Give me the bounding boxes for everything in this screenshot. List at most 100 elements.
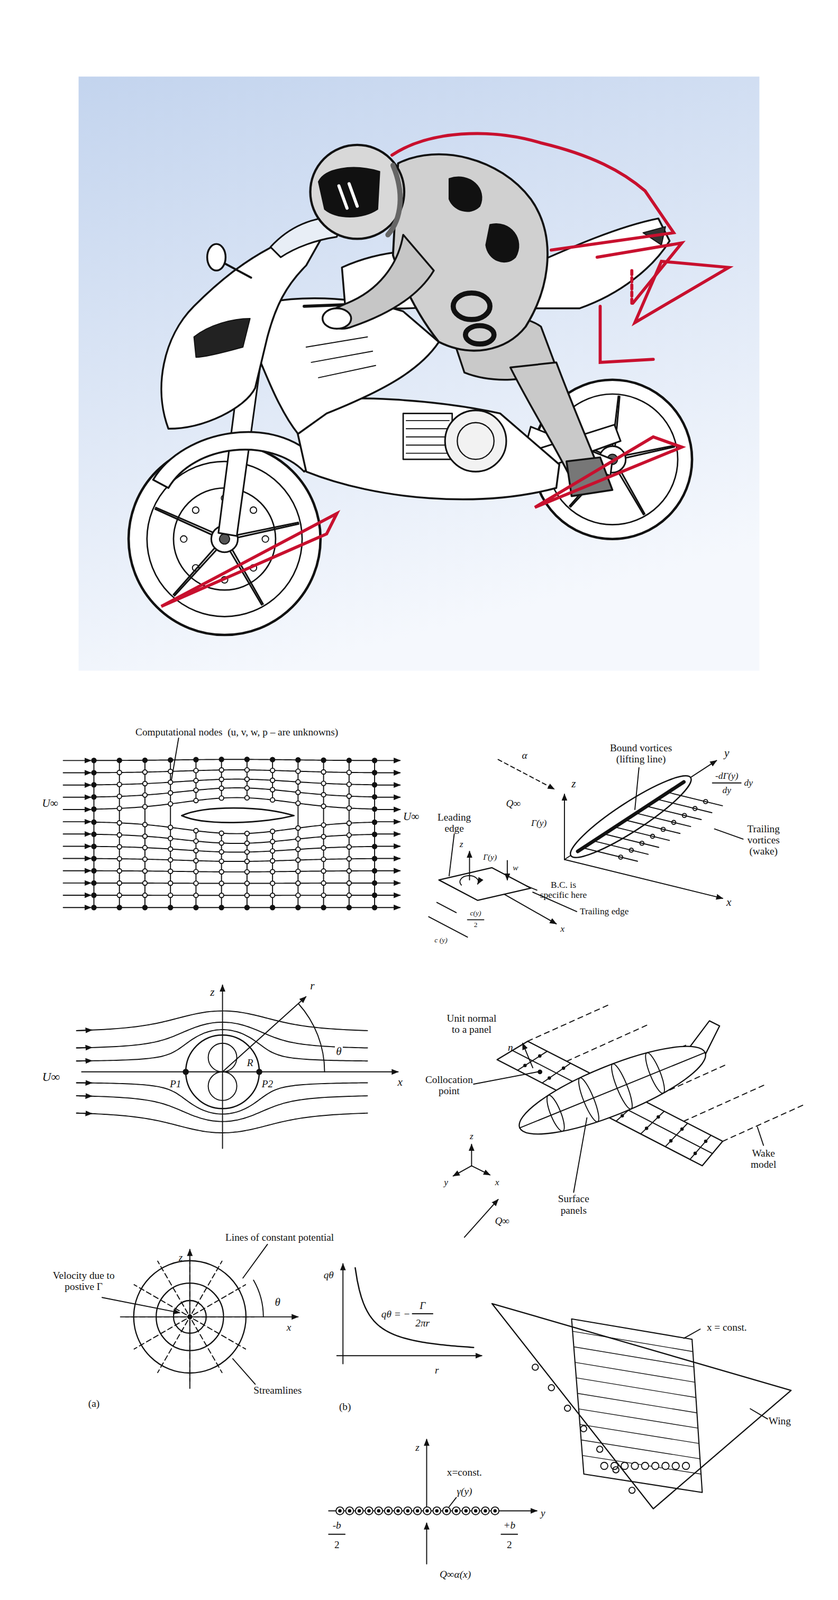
spoke [618, 472, 644, 515]
grid-node [219, 840, 224, 845]
grid-node [347, 880, 352, 886]
grid-node [116, 893, 122, 898]
slender-wing [328, 1303, 791, 1564]
grid-node [142, 893, 148, 898]
grid-node [193, 893, 198, 898]
mirror-stalk [224, 263, 251, 278]
grid-node [219, 777, 224, 782]
flow-arrow [76, 1113, 93, 1114]
axis-label: x [286, 1321, 292, 1333]
grid-node [219, 869, 224, 874]
circulation-arrow [459, 875, 479, 886]
grid-line [94, 894, 376, 896]
grid-node [219, 893, 224, 898]
flow-arrow [63, 906, 91, 908]
aero-hidden-edge [630, 270, 634, 307]
vortex-sheet-element [403, 1506, 412, 1515]
axis-label: z [469, 1131, 474, 1142]
point-vortex [102, 1244, 298, 1389]
grid-node [193, 798, 198, 803]
velocity-arrow [102, 1297, 180, 1313]
flow-arrow [377, 759, 400, 761]
formula-term: dy [744, 777, 753, 788]
vortex-curl [682, 1462, 690, 1470]
grid-node [295, 869, 300, 874]
vortex-core [445, 1509, 449, 1512]
grid-node [91, 844, 96, 849]
grid-node [270, 839, 275, 844]
vortex-curl [693, 806, 698, 811]
delta-wing [492, 1303, 791, 1509]
grid-node [321, 792, 326, 797]
leader-line [171, 738, 179, 780]
flow-arrow [76, 1095, 93, 1097]
grid-node [168, 769, 173, 774]
spoke [238, 522, 299, 535]
cooling-fin [406, 427, 450, 430]
callout-label: Bound vortices (lifting line) [608, 742, 673, 765]
axis-label: qθ [323, 1269, 334, 1281]
flow-arrow [76, 1060, 93, 1062]
formula-numerator: Γ [419, 1299, 426, 1311]
callout-label: B.C. is specific here [539, 879, 588, 900]
grid-node [295, 905, 300, 910]
grid-node [321, 893, 326, 898]
vortex-center [187, 1314, 193, 1319]
grid-node [91, 770, 96, 775]
vortex-core [425, 1509, 429, 1512]
grid-line [94, 870, 376, 872]
axle [219, 533, 230, 544]
axis-label: y [443, 1177, 449, 1188]
grid-node [372, 893, 377, 898]
grid-node [321, 769, 326, 774]
grid-node [91, 905, 96, 910]
grid-node [244, 767, 250, 772]
callout-label: Computational nodes (u, v, w, p – are un… [135, 726, 339, 738]
grid-node [270, 893, 275, 898]
vortex-curl [661, 827, 666, 832]
grid-node [142, 857, 148, 862]
vortex-sheet-element [490, 1506, 499, 1515]
trailing-vortex [625, 820, 680, 834]
flow-arrow [377, 845, 400, 847]
grid-node [168, 893, 173, 898]
grid-node [91, 868, 96, 873]
vortex-sheet-element [365, 1506, 373, 1515]
grid-node [142, 781, 148, 786]
grid-line [94, 769, 376, 773]
suit-marking [465, 325, 495, 344]
flow-arrow [377, 796, 400, 798]
circulation-symbol: Γ(y) [483, 852, 497, 862]
grid-node [91, 758, 96, 763]
grid-line [94, 779, 376, 786]
grid-node [193, 768, 198, 773]
engine-cover [444, 410, 507, 472]
fuselage-panel-line [519, 1052, 706, 1128]
grid-node [270, 768, 275, 773]
grid-node [142, 758, 148, 763]
grid-line [94, 759, 376, 761]
flow-arrow [377, 858, 400, 860]
vortex-core [377, 1509, 380, 1512]
flow-arrow [63, 784, 91, 786]
grid-node [142, 833, 148, 838]
vector-label: n [507, 1041, 514, 1053]
grid-node [372, 868, 377, 873]
point-label: P2 [261, 1078, 273, 1090]
leader-line [714, 829, 744, 840]
symbol-label: γ(y) [456, 1485, 472, 1497]
aero-fairing-outline [392, 133, 674, 250]
vortex-core [348, 1509, 351, 1512]
leader-line [473, 1071, 539, 1085]
vortex-curl [629, 848, 634, 853]
grid-node [91, 880, 96, 886]
grid-node [219, 757, 224, 762]
vortex-core [358, 1509, 361, 1512]
leading-edge-vortex [629, 1487, 636, 1494]
grid-node [270, 829, 275, 834]
grid-node [116, 781, 122, 787]
collocation-point [523, 1063, 527, 1067]
grid-node [372, 905, 377, 910]
grid-node [168, 790, 173, 795]
